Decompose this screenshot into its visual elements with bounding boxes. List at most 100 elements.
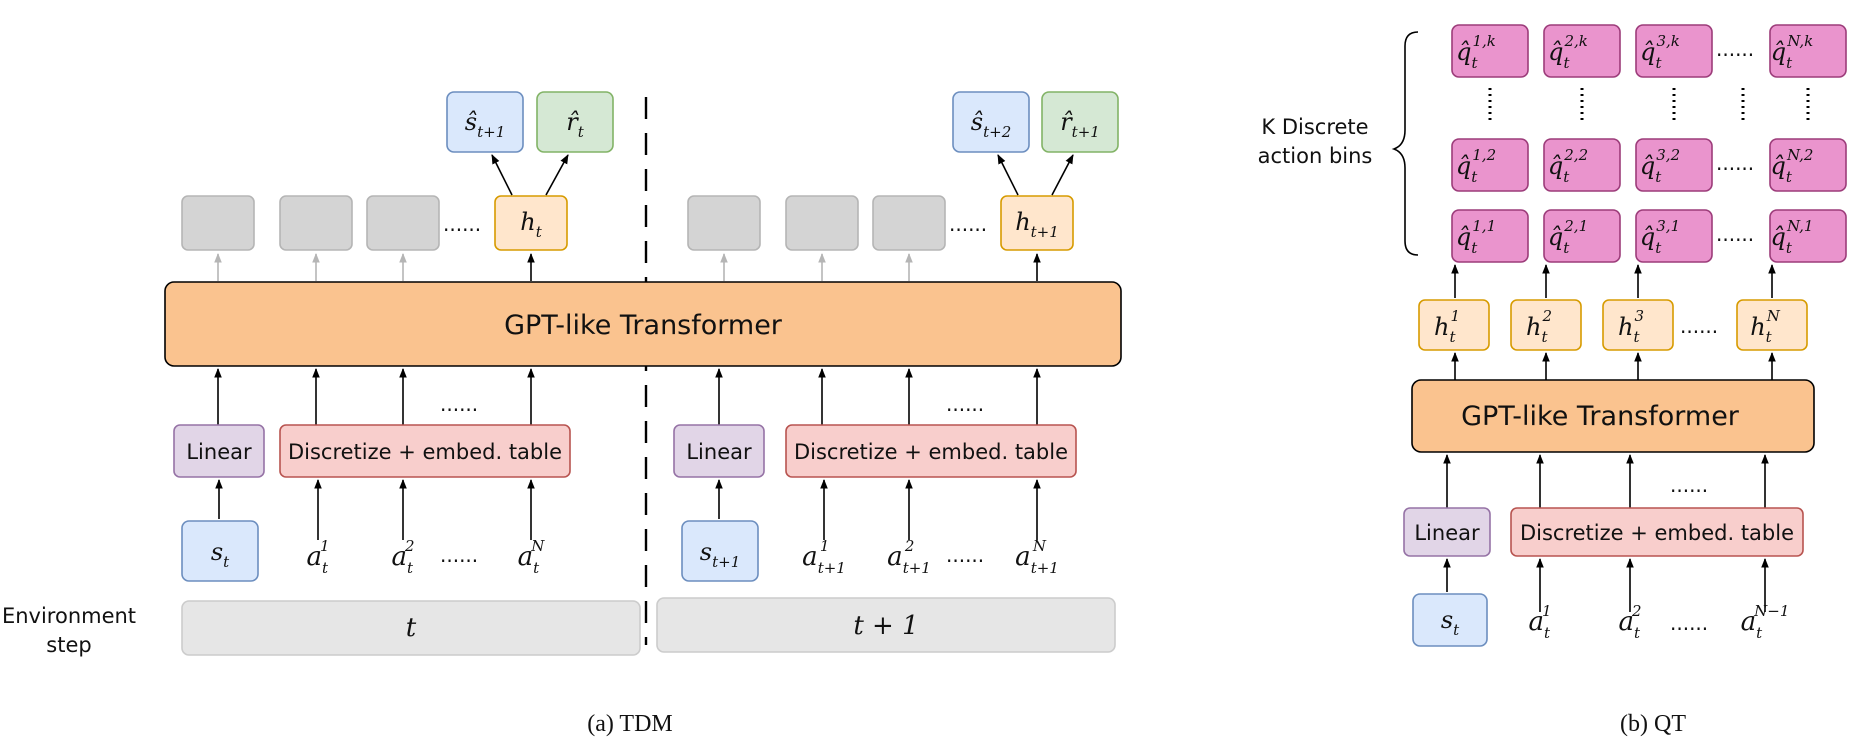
hidden-state-box <box>1602 299 1674 351</box>
q-bin <box>1769 138 1847 192</box>
q-bin <box>1543 138 1621 192</box>
predicted-state-box <box>446 91 524 153</box>
qt-transformer-box <box>1411 379 1815 453</box>
hidden-state-label: ht3 <box>1618 307 1644 346</box>
output-placeholder <box>366 195 440 251</box>
predicted-state-label: ŝt+1 <box>465 108 505 141</box>
embed-table-label: Discretize + embed. table <box>288 440 562 464</box>
action-input-2: at2 <box>1618 602 1641 642</box>
tdm-caption: (a) TDM <box>587 711 673 737</box>
predicted-reward-box <box>536 91 614 153</box>
action-input-1: at1 <box>1528 602 1551 642</box>
hidden-state-label: htN <box>1750 307 1781 346</box>
output-placeholder <box>785 195 859 251</box>
ellipsis: ...... <box>946 543 984 567</box>
action-input-n: at+1N <box>1015 537 1059 577</box>
linear-box <box>1403 507 1491 557</box>
q-bin <box>1451 138 1529 192</box>
arrow <box>1051 154 1074 196</box>
q-bin-label: q̂t2,k <box>1548 32 1588 72</box>
linear-label: Linear <box>1414 521 1480 545</box>
q-bin <box>1769 24 1847 78</box>
env-step-bar <box>181 600 641 656</box>
q-bin-label: q̂t1,k <box>1456 32 1496 72</box>
embed-table-box <box>1510 507 1804 557</box>
arrow <box>997 154 1019 196</box>
q-bin-label: q̂t1,1 <box>1456 217 1496 257</box>
env-step-label: t + 1 <box>853 611 918 641</box>
linear-box <box>673 424 765 478</box>
hidden-state-box <box>1418 299 1490 351</box>
linear-label: Linear <box>686 440 752 464</box>
q-bin-label: q̂t3,2 <box>1640 146 1680 186</box>
q-bin <box>1451 209 1529 263</box>
env-step-label: t <box>406 613 417 643</box>
hidden-state-label: ht1 <box>1434 307 1460 346</box>
action-input-n: atN <box>518 537 546 577</box>
ellipsis: ...... <box>1716 151 1754 175</box>
output-placeholder <box>279 195 353 251</box>
tdm-step-t-plus-1: ...... ht+1 ŝt+2 r̂t+1 ...... Linear Dis… <box>656 91 1119 653</box>
q-bin <box>1635 209 1713 263</box>
ellipsis: ...... <box>1716 222 1754 246</box>
q-bin <box>1543 24 1621 78</box>
embed-table-box <box>785 424 1077 478</box>
predicted-reward-box <box>1041 91 1119 153</box>
hidden-state-box <box>1510 299 1582 351</box>
q-bin <box>1543 209 1621 263</box>
embed-table-box <box>279 424 571 478</box>
hidden-state-label: ht <box>520 208 542 241</box>
ellipsis: ...... <box>440 543 478 567</box>
state-input-box <box>681 520 759 582</box>
q-bin-label: q̂tN,2 <box>1771 146 1814 186</box>
state-input-box <box>181 520 259 582</box>
q-bin-label: q̂t3,k <box>1640 32 1680 72</box>
ellipsis: ...... <box>443 212 481 236</box>
ellipsis: ...... <box>949 212 987 236</box>
output-placeholder <box>687 195 761 251</box>
action-input-1: at+11 <box>802 537 846 577</box>
state-input-label: st <box>211 538 230 571</box>
action-input-1: at1 <box>306 537 329 577</box>
q-bin <box>1451 24 1529 78</box>
action-input-n: atN−1 <box>1741 602 1790 642</box>
q-bin-label: q̂tN,1 <box>1771 217 1814 257</box>
q-bin-label: q̂t1,2 <box>1456 146 1496 186</box>
hidden-state-label: ht2 <box>1526 307 1552 346</box>
bins-brace <box>1391 31 1419 256</box>
q-bin-label: q̂t3,1 <box>1640 217 1680 257</box>
env-step-bar <box>656 597 1116 653</box>
predicted-state-label: ŝt+2 <box>971 108 1011 141</box>
hidden-state-box <box>1000 195 1074 251</box>
ellipsis: ...... <box>1680 314 1718 338</box>
embed-table-label: Discretize + embed. table <box>794 440 1068 464</box>
linear-box <box>173 424 265 478</box>
tdm-transformer-label: GPT-like Transformer <box>504 310 783 341</box>
predicted-reward-label: r̂t+1 <box>1060 108 1100 141</box>
tdm-transformer-box <box>164 281 1122 367</box>
arrow <box>545 154 569 196</box>
q-bin-grid: q̂t1,k q̂t2,k q̂t3,k ...... q̂tN,k q̂t1,… <box>1451 24 1847 263</box>
qt-transformer-label: GPT-like Transformer <box>1461 401 1740 432</box>
tdm-panel: GPT-like Transformer ...... ht ŝt+1 r̂t <box>2 91 1122 737</box>
ellipsis: ...... <box>1670 473 1708 497</box>
state-input-box <box>1412 593 1488 647</box>
q-bin-label: q̂t2,2 <box>1548 146 1588 186</box>
q-bin-label: q̂tN,k <box>1771 32 1813 72</box>
ellipsis: ...... <box>1716 37 1754 61</box>
embed-table-label: Discretize + embed. table <box>1520 521 1794 545</box>
predicted-reward-label: r̂t <box>566 108 584 141</box>
q-bin <box>1769 209 1847 263</box>
output-placeholder <box>872 195 946 251</box>
q-bin-label: q̂t2,1 <box>1548 217 1588 257</box>
state-input-label: st <box>1441 606 1460 639</box>
q-bin <box>1635 138 1713 192</box>
hidden-state-box <box>494 195 568 251</box>
ellipsis: ...... <box>1670 611 1708 635</box>
hidden-state-label: ht+1 <box>1015 208 1059 241</box>
q-bin <box>1635 24 1713 78</box>
action-input-2: at+12 <box>887 537 931 577</box>
